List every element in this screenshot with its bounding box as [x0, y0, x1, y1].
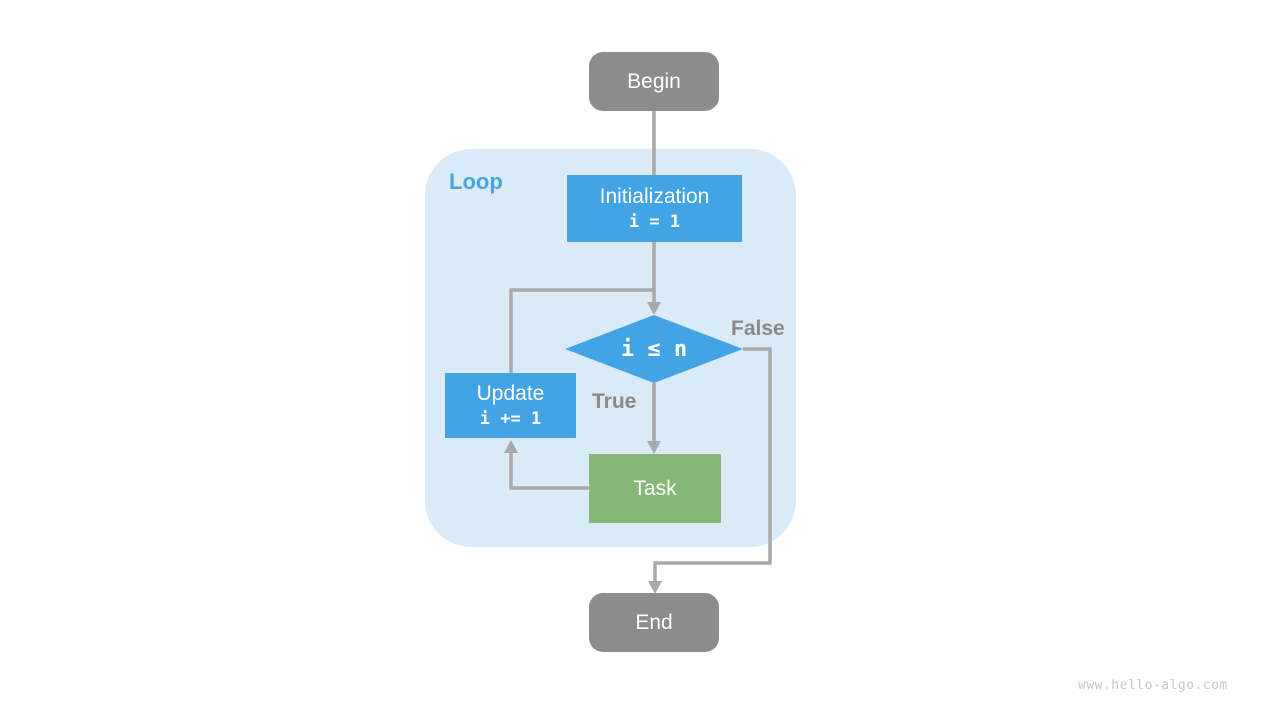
node-initialization-label: Initialization — [599, 185, 710, 209]
condition-diamond-shape — [565, 315, 743, 383]
arrowhead-into-end — [648, 581, 662, 594]
node-update-label: Update — [476, 382, 545, 406]
arrowhead-into-update — [504, 440, 518, 453]
node-begin: Begin — [589, 52, 719, 111]
edge-label-false: False — [731, 317, 785, 340]
node-initialization: Initialization i = 1 — [567, 175, 742, 242]
node-condition-label: i ≤ n — [620, 336, 688, 362]
node-end-label: End — [635, 610, 673, 634]
node-end: End — [589, 593, 719, 652]
node-task: Task — [589, 454, 721, 523]
edge-update-to-condition — [509, 288, 654, 373]
node-task-label: Task — [633, 476, 677, 500]
arrowhead-into-task — [647, 441, 661, 454]
node-begin-label: Begin — [627, 69, 681, 93]
node-update-code: i += 1 — [479, 409, 542, 430]
arrowhead-into-condition — [647, 302, 661, 315]
node-initialization-code: i = 1 — [628, 212, 681, 233]
loop-label: Loop — [449, 169, 503, 194]
watermark: www.hello-algo.com — [1078, 678, 1228, 693]
edge-condition-to-end — [653, 347, 772, 583]
node-update: Update i += 1 — [445, 373, 576, 438]
edge-label-true: True — [592, 390, 637, 413]
edge-task-to-update — [509, 451, 589, 490]
